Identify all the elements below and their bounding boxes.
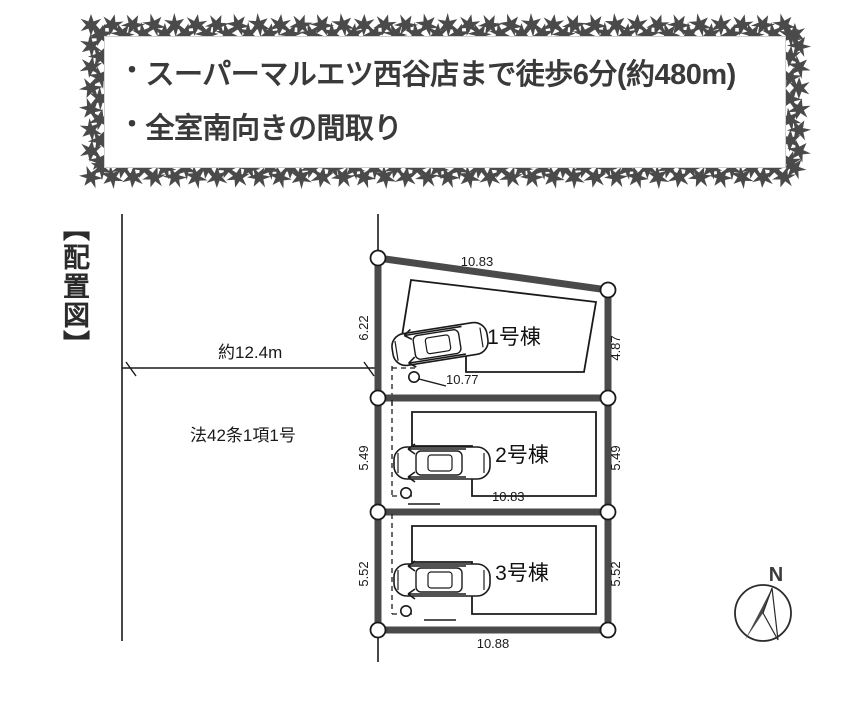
- compass-north-label: N: [769, 564, 783, 586]
- lot-3-bottom-dim: 10.88: [477, 636, 510, 651]
- road-lines: [121, 214, 379, 662]
- compass-needle-light: [762, 587, 779, 641]
- lot-3-right-dim: 5.52: [608, 561, 623, 586]
- boundary-marker-icon: [599, 621, 617, 639]
- lot-1-right-dim: 4.87: [608, 335, 623, 360]
- car-icon: [393, 443, 491, 483]
- site-plan-drawing: 約12.4m 法42条1項1号: [0, 196, 850, 722]
- lot-1-top-dim: 10.83: [461, 254, 494, 269]
- lot-3-name: 3号棟: [495, 562, 549, 585]
- lot-1: 10.83 6.22 4.87 10.77 1号棟: [356, 249, 623, 406]
- lot-2: 5.49 5.49 10.83 2号棟: [356, 389, 623, 516]
- boundary-marker-icon: [599, 389, 617, 407]
- bullet-icon-2: ・: [119, 109, 145, 139]
- boundary-marker-icon: [369, 621, 387, 639]
- boundary-marker-icon: [369, 249, 387, 267]
- lot-2-right-dim: 5.49: [608, 445, 623, 470]
- lot-1-left-dim: 6.22: [356, 315, 371, 340]
- lot-3: 5.52 5.52 10.88 3号棟: [356, 503, 623, 651]
- road-width-label: 約12.4m: [218, 343, 282, 362]
- compass-rose-icon: N: [734, 564, 792, 642]
- boundary-marker-icon: [599, 503, 617, 521]
- header-callout-box: ・スーパーマルエツ西谷店まで徒歩6分(約480m) ・全室南向きの間取り: [78, 12, 812, 190]
- bullet-icon-1: ・: [119, 55, 145, 85]
- lot-2-name: 2号棟: [495, 444, 549, 467]
- boundary-marker-icon: [599, 281, 617, 299]
- lot-3-boundary: [374, 508, 612, 634]
- lot-3-building-outline: [411, 525, 597, 615]
- compass-needle-dark: [745, 588, 772, 640]
- car-icon: [393, 560, 491, 600]
- boundary-marker-icon: [369, 389, 387, 407]
- lot-1-name: 1号棟: [487, 326, 541, 349]
- gate-post-icon-2: [399, 486, 412, 499]
- gate-post-leader-1: [418, 378, 447, 387]
- dim-tick-left: [125, 361, 137, 377]
- lot-2-left-dim: 5.49: [356, 445, 371, 470]
- road-type-label: 法42条1項1号: [190, 426, 296, 445]
- plan-label: 【配置図】: [59, 214, 89, 359]
- headline-text-1: スーパーマルエツ西谷店まで徒歩6分(約480m): [145, 59, 737, 91]
- gate-post-icon-1: [407, 371, 420, 384]
- car-icon: [391, 321, 489, 368]
- header-text-panel: ・スーパーマルエツ西谷店まで徒歩6分(約480m) ・全室南向きの間取り: [104, 36, 786, 168]
- headline-row-2: ・全室南向きの間取り: [119, 105, 781, 147]
- headline-row-1: ・スーパーマルエツ西谷店まで徒歩6分(約480m): [119, 51, 781, 93]
- dim-tick-right: [363, 361, 375, 377]
- lot-2-bottom-dim: 10.83: [492, 489, 525, 504]
- gate-post-icon-3: [399, 604, 412, 617]
- boundary-marker-icon: [369, 503, 387, 521]
- lot-3-left-dim: 5.52: [356, 561, 371, 586]
- lot-1-bottom-dim: 10.77: [446, 372, 479, 387]
- headline-text-2: 全室南向きの間取り: [145, 113, 403, 145]
